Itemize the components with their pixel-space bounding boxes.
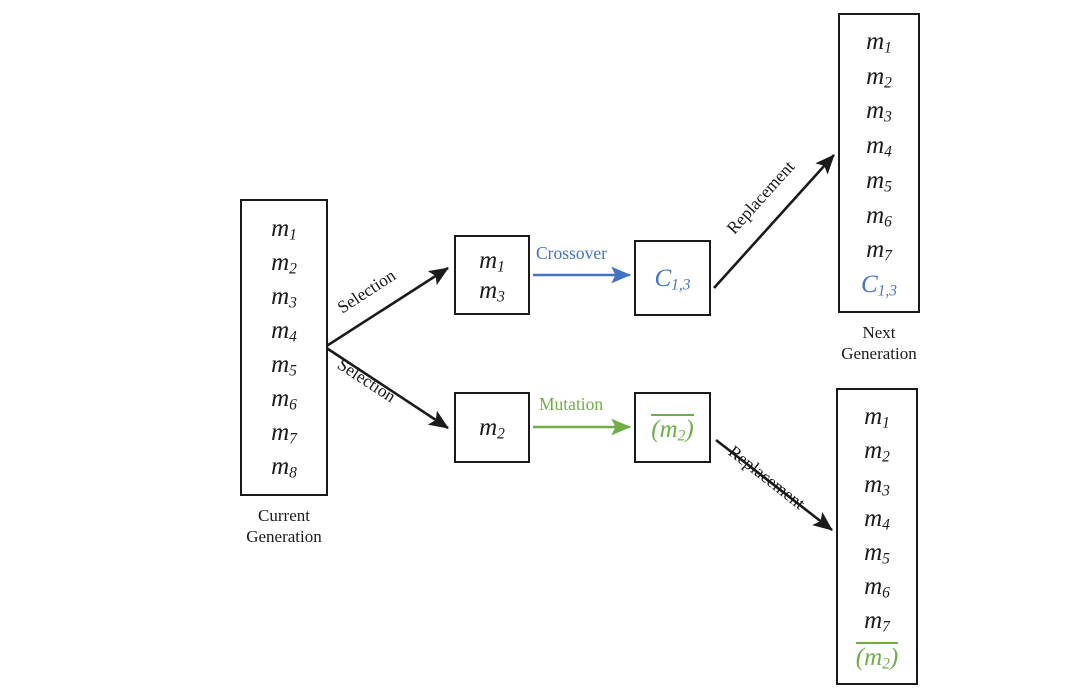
next-generation-top-caption: Next Generation <box>841 323 917 364</box>
current-generation-box: m1 m2 m3 m4 m5 m6 m7 m8 <box>240 199 328 496</box>
gene-token: m3 <box>864 470 890 499</box>
gene-token: m4 <box>271 316 297 346</box>
gene-token: m2 <box>866 62 892 92</box>
gene-token: m7 <box>866 236 892 265</box>
arrow-replacement-bottom <box>715 438 833 532</box>
gene-token: m5 <box>864 538 890 567</box>
gene-token: m4 <box>864 504 890 533</box>
gene-token: m6 <box>271 385 297 414</box>
gene-token: C1,3 <box>654 264 691 293</box>
gene-token: m8 <box>271 453 297 482</box>
gene-token: m6 <box>866 201 892 231</box>
crossover-child-box: C1,3 <box>634 240 711 316</box>
current-generation-caption: Current Generation <box>246 506 322 547</box>
edge-label-crossover: Crossover <box>536 243 607 263</box>
gene-token: m7 <box>864 606 890 635</box>
gene-token: m2 <box>864 436 890 465</box>
gene-token: m1 <box>271 214 297 243</box>
arrow-selection-top <box>324 266 449 349</box>
edge-label-mutation: Mutation <box>539 394 604 414</box>
gene-token: m2 <box>271 248 297 278</box>
mutation-child-box: (m2) <box>634 392 711 463</box>
mutation-parent-box: m2 <box>454 392 530 463</box>
next-generation-bottom-box: m1 m2 m3 m4 m5 m6 m7 (m2) <box>836 388 918 685</box>
gene-token: (m2) <box>855 641 899 672</box>
gene-token: C1,3 <box>860 271 898 300</box>
gene-token: (m2) <box>651 413 694 444</box>
gene-token: m5 <box>866 166 892 196</box>
arrow-selection-bottom <box>324 345 449 430</box>
gene-token: m3 <box>479 276 505 305</box>
gene-token: m1 <box>864 402 890 431</box>
gene-token: m5 <box>271 351 297 380</box>
gene-token: m3 <box>866 97 892 126</box>
gene-token: m3 <box>271 282 297 312</box>
gene-token: m1 <box>866 27 892 57</box>
gene-token: m4 <box>866 132 892 161</box>
gene-token: m2 <box>479 414 505 443</box>
gene-token: m7 <box>271 419 297 448</box>
gene-token: m1 <box>479 246 505 275</box>
gene-token: m6 <box>864 572 890 601</box>
arrow-replacement-top <box>713 154 835 289</box>
